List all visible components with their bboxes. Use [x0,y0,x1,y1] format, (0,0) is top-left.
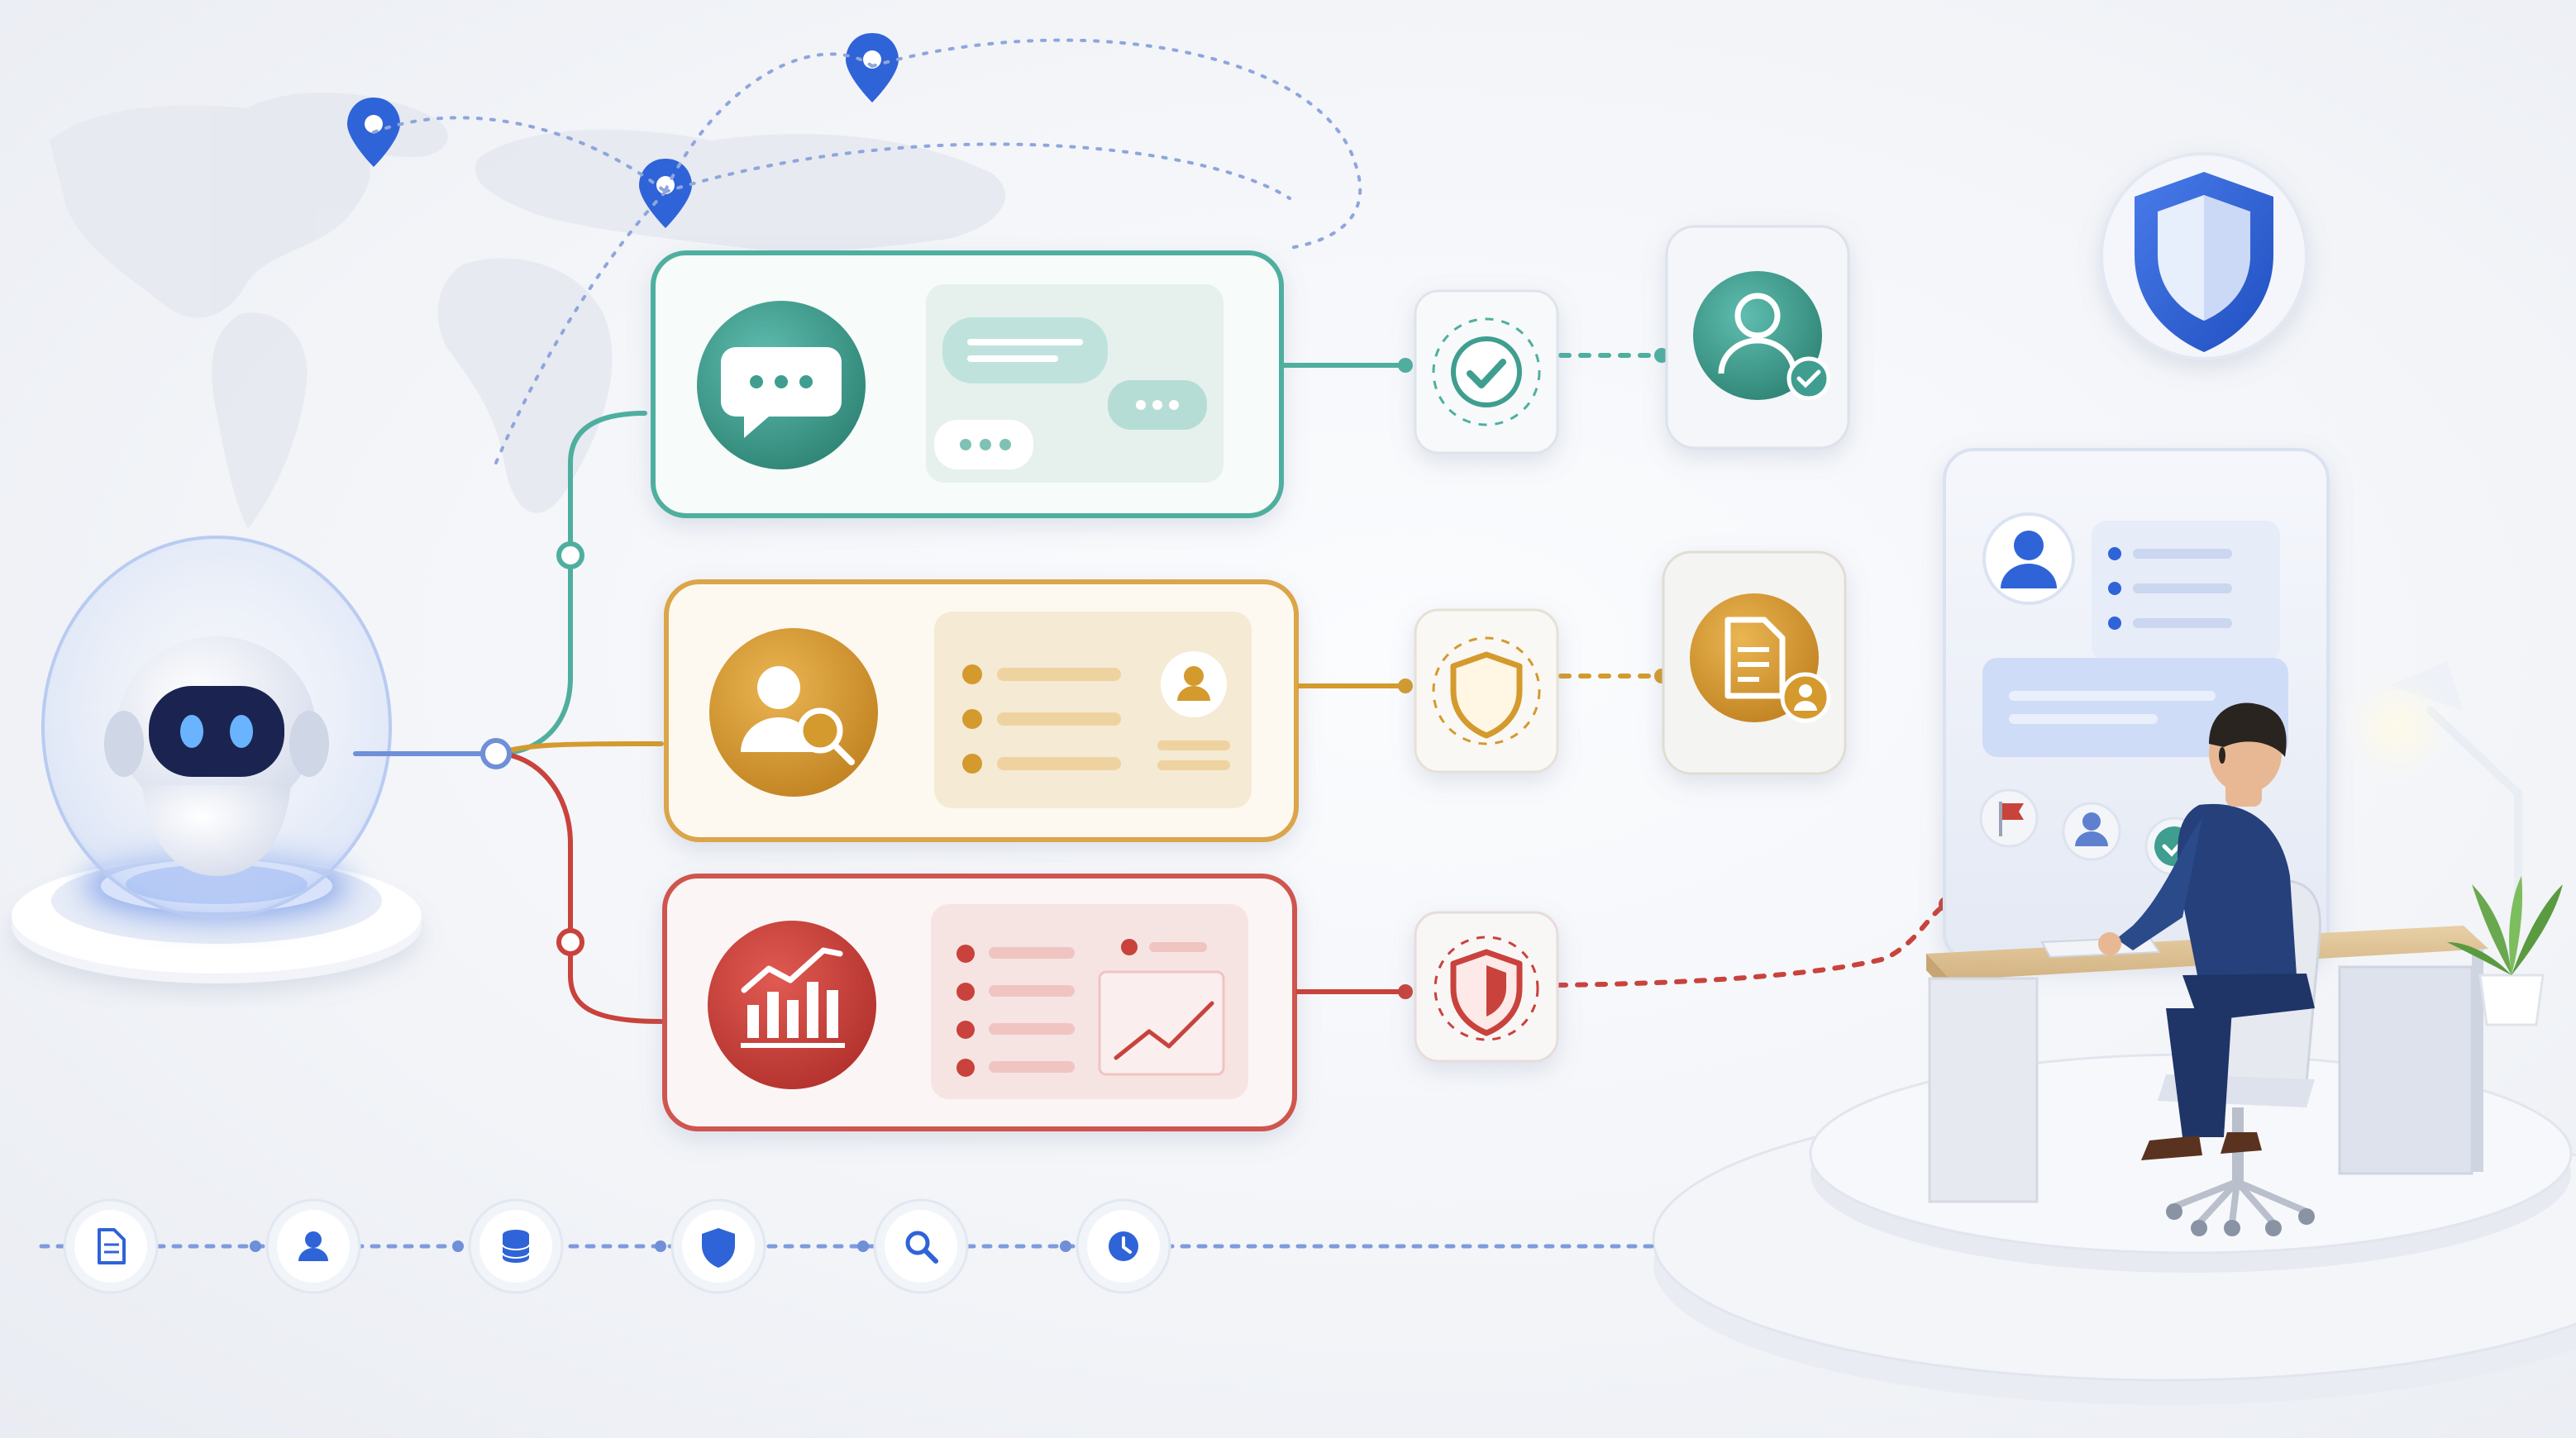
branch-profile [664,579,1299,842]
database-icon [502,1230,530,1263]
flag-icon [1979,788,2039,848]
profile-verification-node [1414,608,1559,774]
process-pipeline [39,1198,1656,1294]
potted-plant [2447,876,2563,1026]
map-routes [372,38,1362,464]
pipeline-connector-dot [452,1240,464,1252]
clock-icon [1109,1231,1138,1261]
pipeline-step [63,1198,159,1294]
analytics-verification-node [1414,911,1559,1063]
shield-icon [702,1228,735,1268]
pipeline-step [468,1198,564,1294]
ai-robot-assistant [12,536,422,983]
shield-icon [1450,651,1523,739]
branch-chat [651,250,1284,518]
document-icon [98,1228,126,1264]
pipeline-connector-dot [250,1240,261,1252]
chat-bubble-icon [721,347,842,438]
document-user-icon [1724,617,1831,723]
user-icon [298,1231,328,1261]
pipeline-step [265,1198,361,1294]
user-search-icon [741,666,855,765]
map-pins [347,33,899,228]
workstation-scene [1652,661,2576,1405]
chat-result-node [1665,225,1850,450]
chat-verification-node [1414,289,1559,455]
office-worker [2098,702,2315,1160]
pipeline-connector-dot [655,1240,666,1252]
security-shield-badge [2100,152,2308,360]
user-check-icon [1718,293,1831,401]
pipeline-step [670,1198,766,1294]
pipeline-step [1076,1198,1171,1294]
branch-connectors [353,411,664,1024]
user-icon [2062,802,2121,861]
analytics-check-line [1296,897,1953,999]
check-circle-icon [1451,336,1522,407]
pipeline-connector-dot [1060,1240,1071,1252]
pipeline-connector-dot [857,1240,869,1252]
search-icon [905,1231,938,1264]
user-icon [2001,531,2057,588]
bar-chart-icon [741,947,845,1048]
pipeline-step [873,1198,969,1294]
desk-lamp [2426,707,2522,921]
shield-icon [1450,949,1523,1036]
profile-result-node [1662,550,1847,775]
shield-icon [2135,172,2273,352]
branch-analytics [662,874,1297,1131]
